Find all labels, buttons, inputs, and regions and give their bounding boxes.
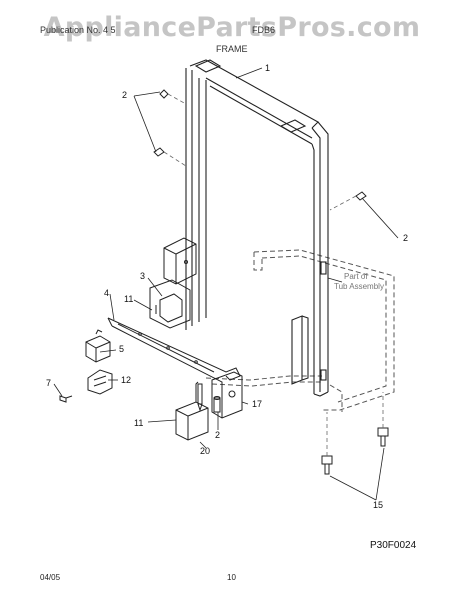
section-title: FRAME [216, 44, 248, 54]
footer-date: 04/05 [40, 573, 61, 582]
tub-note-line1: Part of [344, 272, 368, 281]
model-number: FDB6 [252, 25, 276, 35]
callout-3: 3 [140, 271, 146, 281]
callout-11-lower: 11 [134, 418, 144, 428]
main-frame [185, 59, 329, 397]
tub-assembly-outline [205, 249, 395, 412]
callout-1: 1 [265, 63, 271, 73]
callout-11-upper: 11 [124, 294, 134, 304]
callout-15: 15 [373, 500, 384, 510]
leveling-stud [197, 383, 221, 413]
leveling-legs [321, 427, 389, 475]
site-watermark: AppliancePartsPros.com [43, 12, 421, 43]
callout-12: 12 [121, 375, 132, 385]
small-parts [59, 329, 113, 403]
callout-7: 7 [46, 378, 52, 388]
callout-2-right: 2 [403, 233, 409, 243]
base-bracket [107, 237, 243, 419]
callout-2-lower: 2 [215, 430, 221, 440]
callout-5: 5 [119, 344, 125, 354]
publication-number: Publication No. 4 5 [40, 25, 116, 35]
leader-lines [53, 67, 399, 501]
callout-2-upper-left: 2 [122, 90, 128, 100]
leg-guide-lines [326, 392, 384, 456]
callout-17: 17 [252, 399, 263, 409]
figure-code: P30F0024 [370, 540, 417, 551]
footer-page-number: 10 [227, 573, 236, 582]
tub-note-line2: Tub Assembly [334, 282, 384, 291]
callout-20: 20 [200, 446, 211, 456]
clip-block [175, 381, 209, 441]
callout-4: 4 [104, 288, 110, 298]
screw-guide-lines [163, 93, 357, 211]
